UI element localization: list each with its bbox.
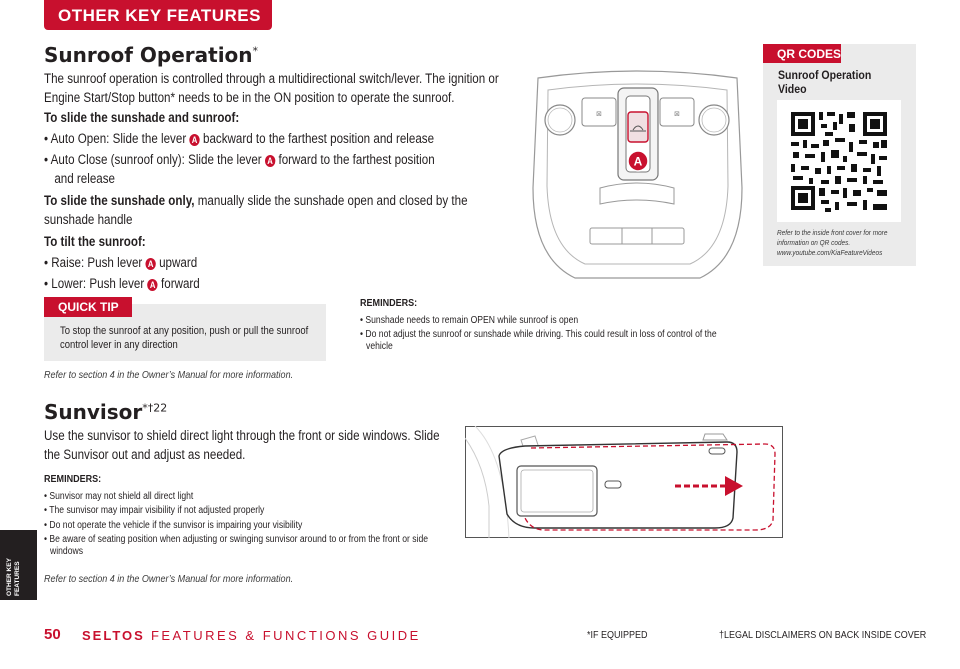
refer-owners-manual: Refer to section 4 in the Owner’s Manual… [44,369,294,381]
qr-video-title: Sunroof Operation Video [778,68,872,96]
sunvisor-title-text: Sunvisor [44,400,143,424]
sunvisor-reminders: REMINDERS: • Sunvisor may not shield all… [44,473,440,560]
sunvisor-title: Sunvisor*†22 [44,400,167,424]
quick-tip-label: QUICK TIP [44,297,132,317]
sunroof-title-mark: * [252,44,259,58]
svg-text:A: A [634,155,643,169]
guide-title: SELTOS FEATURES & FUNCTIONS GUIDE [82,628,421,643]
legal-note: †LEGAL DISCLAIMERS ON BACK INSIDE COVER [719,630,927,641]
qr-codes-label: QR CODES [763,44,841,63]
model-name: SELTOS [82,628,145,643]
sunvisor-title-mark: *†22 [142,401,168,415]
reminder-item: • Sunshade needs to remain OPEN while su… [360,314,579,326]
section-tab: OTHER KEY FEATURES [44,0,272,30]
auto-open-text-2: backward to the farthest position and re… [202,131,435,146]
refer-owners-manual: Refer to section 4 in the Owner’s Manual… [44,573,294,585]
if-equipped-note: *IF EQUIPPED [587,630,648,641]
reminder-item: • Sunvisor may not shield all direct lig… [44,490,194,502]
raise-text-2: upward [159,255,198,270]
raise-text: • Raise: Push lever [44,255,143,270]
auto-close-text: • Auto Close (sunroof only): Slide the l… [44,152,262,167]
side-section-tab: OTHER KEY FEATURES [0,530,37,600]
lower-text-2: forward [161,276,200,291]
sunvisor-intro: Use the sunvisor to shield direct light … [44,428,440,462]
sunshade-line: To slide the sunshade only, manually sli… [44,191,491,229]
lever-a-badge: A [264,155,276,167]
slide-heading: To slide the sunshade and sunroof: [44,110,240,125]
sunshade-rest: manually slide the sunshade open and clo… [44,193,468,227]
qr-note: Refer to the inside front cover for more… [777,228,888,257]
qr-code-icon [791,112,887,212]
page-number: 50 [44,626,61,643]
reminders-title: REMINDERS: [44,473,102,485]
qr-code-image[interactable] [777,100,901,222]
reminder-item: • Do not adjust the sunroof or sunshade … [360,329,717,352]
overhead-console-illustration: ⊠ ⊠ A [532,70,743,279]
sunroof-reminders: REMINDERS: • Sunshade needs to remain OP… [360,297,721,355]
sunroof-title: Sunroof Operation* [44,43,258,67]
reminder-item: • Do not operate the vehicle if the sunv… [44,519,303,531]
tilt-heading: To tilt the sunroof: [44,234,146,249]
reminder-item: • Be aware of seating position when adju… [44,534,429,557]
map-light-left-icon [544,104,576,136]
raise-line: • Raise: Push lever A upward [44,253,521,272]
section-tab-label: OTHER KEY FEATURES [58,6,261,25]
map-light-right-icon [698,104,730,136]
sunvisor-illustration [465,426,783,538]
lever-a-badge: A [145,258,156,270]
vanity-mirror-icon [516,465,598,517]
sunshade-bold: To slide the sunshade only, [44,193,195,208]
auto-open-text: • Auto Open: Slide the lever [44,131,187,146]
reminders-title: REMINDERS: [360,297,418,309]
sunroof-lever [627,111,649,143]
sunroof-title-text: Sunroof Operation [44,43,253,67]
svg-text:⊠: ⊠ [674,110,680,118]
quick-tip-text: To stop the sunroof at any position, pus… [60,325,309,351]
slide-out-outline [524,443,776,531]
auto-close-line: • Auto Close (sunroof only): Slide the l… [44,150,521,169]
reminder-item: • The sunvisor may impair visibility if … [44,505,265,516]
auto-open-line: • Auto Open: Slide the lever A backward … [44,129,521,148]
lower-text: • Lower: Push lever [44,276,145,291]
lower-line: • Lower: Push lever A forward [44,274,521,293]
side-section-label: OTHER KEY FEATURES [6,558,21,596]
sunroof-instructions: To slide the sunshade and sunroof: • Aut… [44,108,521,293]
auto-close-text-2: forward to the farthest position [278,152,435,167]
lever-a-badge: A [189,134,200,146]
auto-close-line-cont: and release [54,171,116,186]
lever-a-badge: A [147,279,158,291]
lever-a-callout [627,150,649,172]
svg-text:⊠: ⊠ [596,110,602,118]
guide-name: FEATURES & FUNCTIONS GUIDE [150,628,421,643]
sunroof-intro: The sunroof operation is controlled thro… [44,71,499,105]
